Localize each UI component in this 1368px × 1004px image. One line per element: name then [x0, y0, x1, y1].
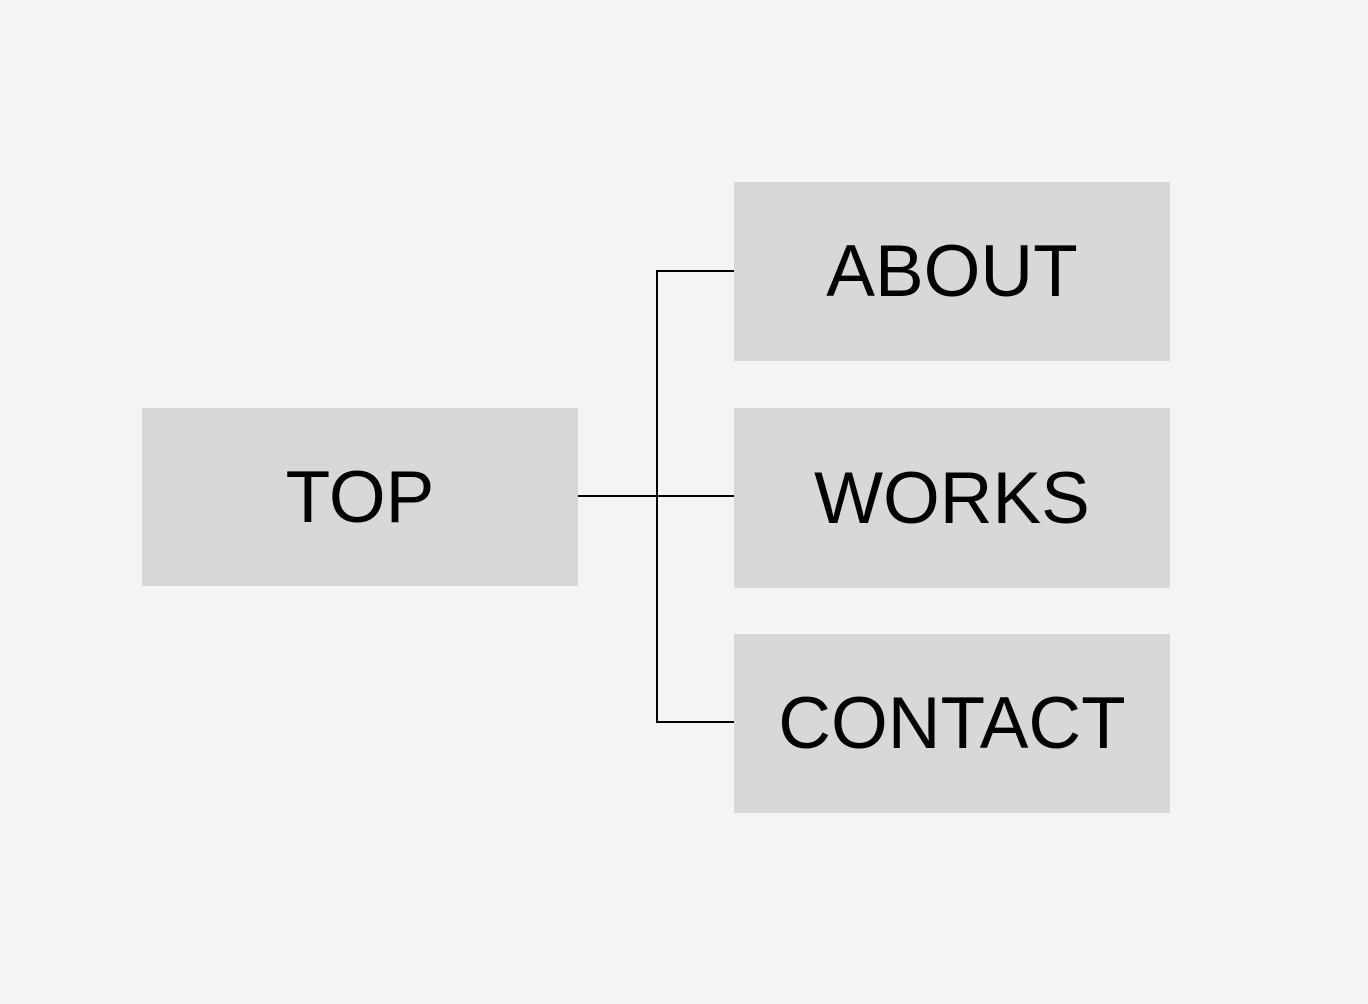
node-works[interactable]: WORKS [734, 408, 1170, 588]
node-about-label: ABOUT [826, 231, 1078, 312]
node-works-label: WORKS [814, 457, 1090, 539]
node-contact-label: CONTACT [778, 683, 1126, 764]
node-top-label: TOP [285, 456, 435, 538]
node-top[interactable]: TOP [142, 408, 578, 586]
node-about[interactable]: ABOUT [734, 182, 1170, 361]
node-contact[interactable]: CONTACT [734, 634, 1170, 813]
